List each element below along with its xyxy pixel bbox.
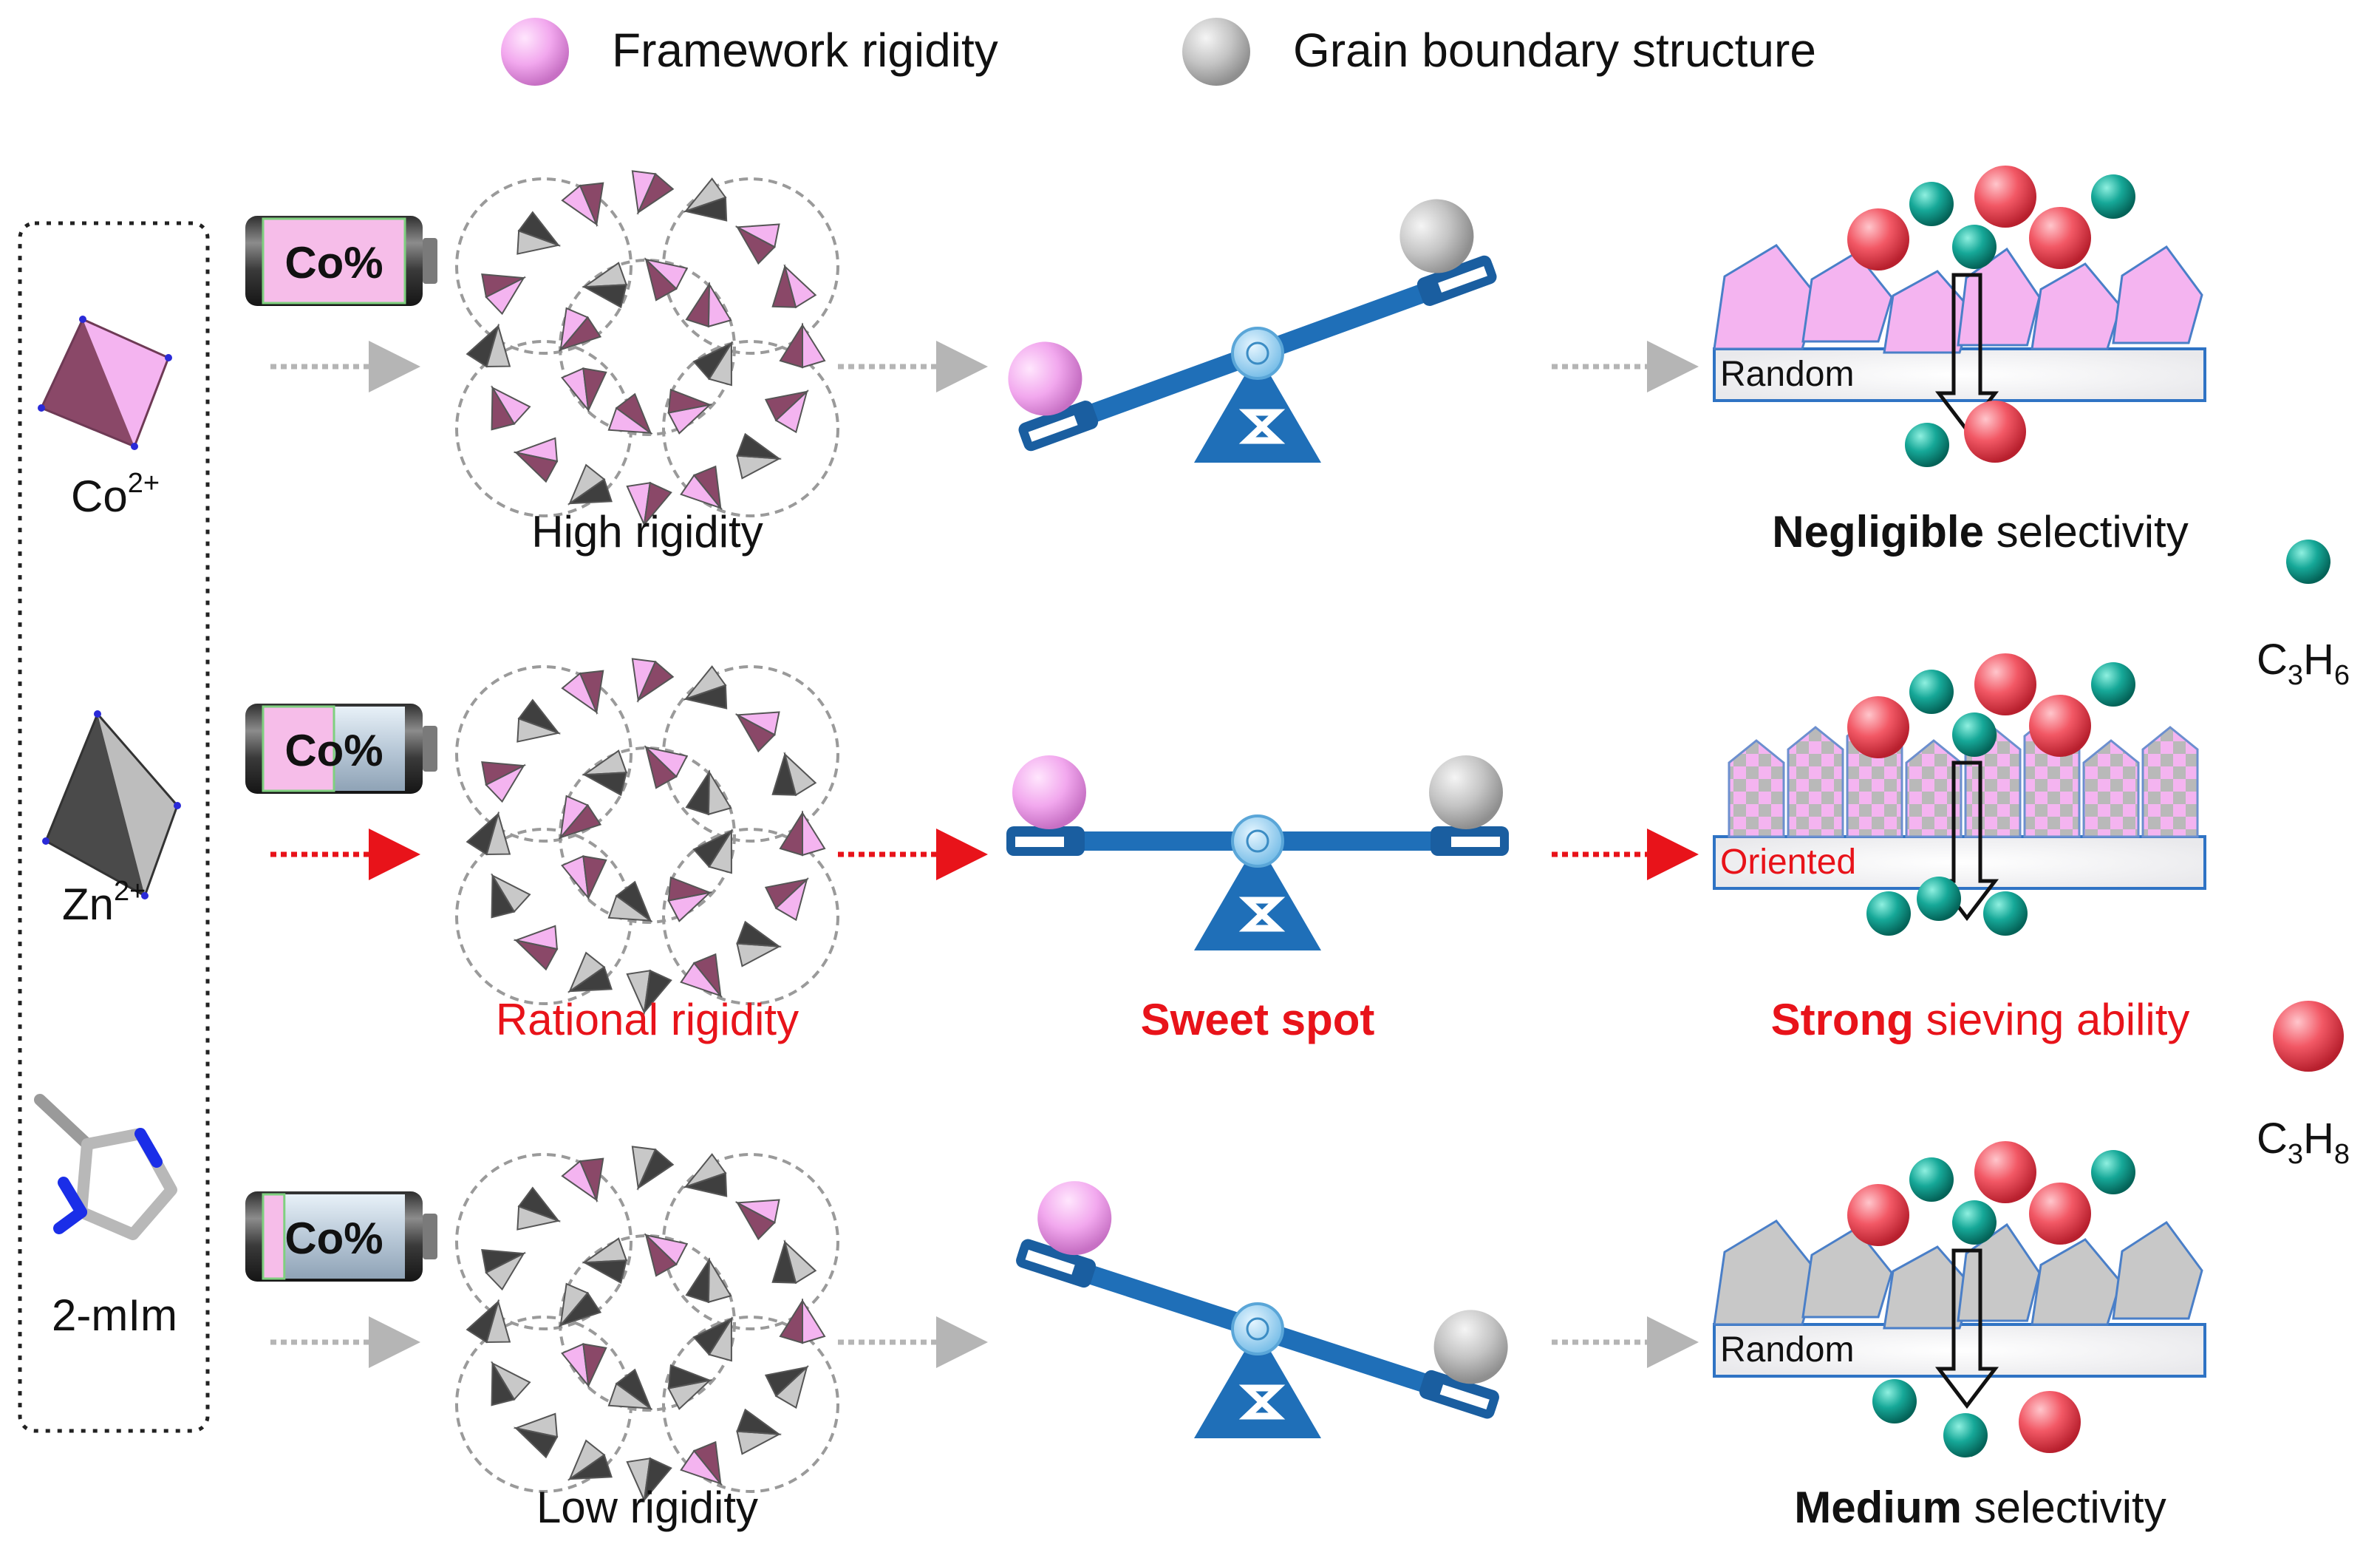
propane-molecule <box>2029 695 2091 757</box>
selectivity-result-label: Strong sieving ability <box>1771 995 2190 1044</box>
framework-rigidity-weight <box>1037 1181 1112 1256</box>
propylene-molecule <box>1905 423 1949 467</box>
propane-molecule <box>1964 401 2026 463</box>
seesaw-caption: Sweet spot <box>1141 995 1375 1044</box>
propylene-molecule <box>2091 1150 2135 1194</box>
zn-tetrahedron-icon <box>42 710 181 899</box>
ligand-label: 2-mIm <box>52 1290 177 1340</box>
cobalt-battery-icon: Co% <box>245 1191 437 1282</box>
cobalt-battery-icon: Co% <box>245 704 437 794</box>
propylene-molecule <box>1983 891 2028 936</box>
propane-molecule <box>1974 166 2036 228</box>
rigidity-label: Rational rigidity <box>496 995 799 1044</box>
molecule-legend: C3H6 C3H8 <box>2257 540 2350 1170</box>
selectivity-result-label: Medium selectivity <box>1794 1483 2166 1532</box>
propylene-label: C3H6 <box>2257 636 2350 691</box>
permeation-arrow <box>1934 1248 1999 1409</box>
propylene-molecule <box>1872 1379 1917 1423</box>
framework-rigidity-legend-marker <box>501 18 569 86</box>
framework-rigidity-weight <box>1012 755 1086 829</box>
grain-boundary-weight <box>1433 1310 1508 1384</box>
zif-framework-structure <box>455 170 839 528</box>
propylene-molecule <box>1909 1157 1954 1202</box>
propane-molecule <box>1974 653 2036 715</box>
cobalt-percent-label: Co% <box>284 1214 383 1263</box>
grain-boundary-weight <box>1399 199 1474 273</box>
propane-molecule <box>1847 208 1909 271</box>
propylene-molecule <box>1943 1413 1988 1457</box>
zn-ion-label: Zn2+ <box>62 876 146 929</box>
framework-rigidity-weight <box>1008 341 1082 416</box>
grain-boundary-legend-label: Grain boundary structure <box>1293 24 1816 77</box>
selectivity-result-label: Negligible selectivity <box>1772 507 2188 557</box>
components-frame <box>18 221 210 1433</box>
rigidity-label: High rigidity <box>531 507 763 557</box>
propane-molecule <box>1847 1184 1909 1246</box>
support-layer <box>1713 835 2206 890</box>
propane-molecule <box>1974 1141 2036 1203</box>
membrane-schematic: Random <box>1713 166 2206 467</box>
row-2: Co% Rational rigidity Sweet spot OrientedSt… <box>245 653 2206 1044</box>
propane-molecule <box>2029 207 2091 269</box>
propylene-molecule <box>1909 182 1954 226</box>
propylene-molecule <box>2091 174 2135 219</box>
propylene-molecule <box>1909 670 1954 714</box>
cobalt-percent-label: Co% <box>284 726 383 775</box>
propane-molecule <box>2019 1391 2081 1453</box>
framework-rigidity-legend-label: Framework rigidity <box>612 24 998 77</box>
balance-seesaw <box>1006 755 1509 950</box>
cobalt-percent-label: Co% <box>284 238 383 288</box>
propane-label: C3H8 <box>2257 1115 2350 1170</box>
propane-molecule <box>2029 1183 2091 1245</box>
rigidity-label: Low rigidity <box>536 1483 758 1532</box>
membrane-schematic: Random <box>1713 1141 2206 1457</box>
support-layer <box>1713 1323 2206 1378</box>
membrane-orientation-label: Random <box>1720 1330 1854 1370</box>
legend: Framework rigidity Grain boundary struct… <box>501 18 1816 86</box>
membrane-orientation-label: Oriented <box>1720 843 1856 882</box>
co-ion-label: Co2+ <box>71 468 160 521</box>
membrane-orientation-label: Random <box>1720 355 1854 394</box>
propylene-molecule <box>1866 891 1911 936</box>
support-layer <box>1713 347 2206 402</box>
co-tetrahedron-icon <box>38 316 172 450</box>
propane-molecule <box>1847 696 1909 758</box>
propylene-molecule <box>1952 712 1997 757</box>
balance-seesaw <box>1008 199 1497 463</box>
propane-ball-icon <box>2273 1001 2344 1072</box>
balance-seesaw <box>1016 1181 1508 1438</box>
cobalt-battery-icon: Co% <box>245 216 437 306</box>
components-panel: Co2+ Zn2+ 2-mIm <box>18 221 210 1433</box>
2-mim-molecule-icon <box>34 1094 177 1240</box>
propylene-ball-icon <box>2286 540 2330 584</box>
grain-boundary-weight <box>1429 755 1503 829</box>
zif-framework-structure <box>455 1146 839 1503</box>
propylene-molecule <box>1917 877 1961 921</box>
membrane-schematic: Oriented <box>1713 653 2206 936</box>
propylene-molecule <box>1952 225 1997 269</box>
zif-framework-structure <box>455 658 839 1016</box>
grain-boundary-legend-marker <box>1182 18 1250 86</box>
propylene-molecule <box>1952 1200 1997 1245</box>
propylene-molecule <box>2091 662 2135 707</box>
